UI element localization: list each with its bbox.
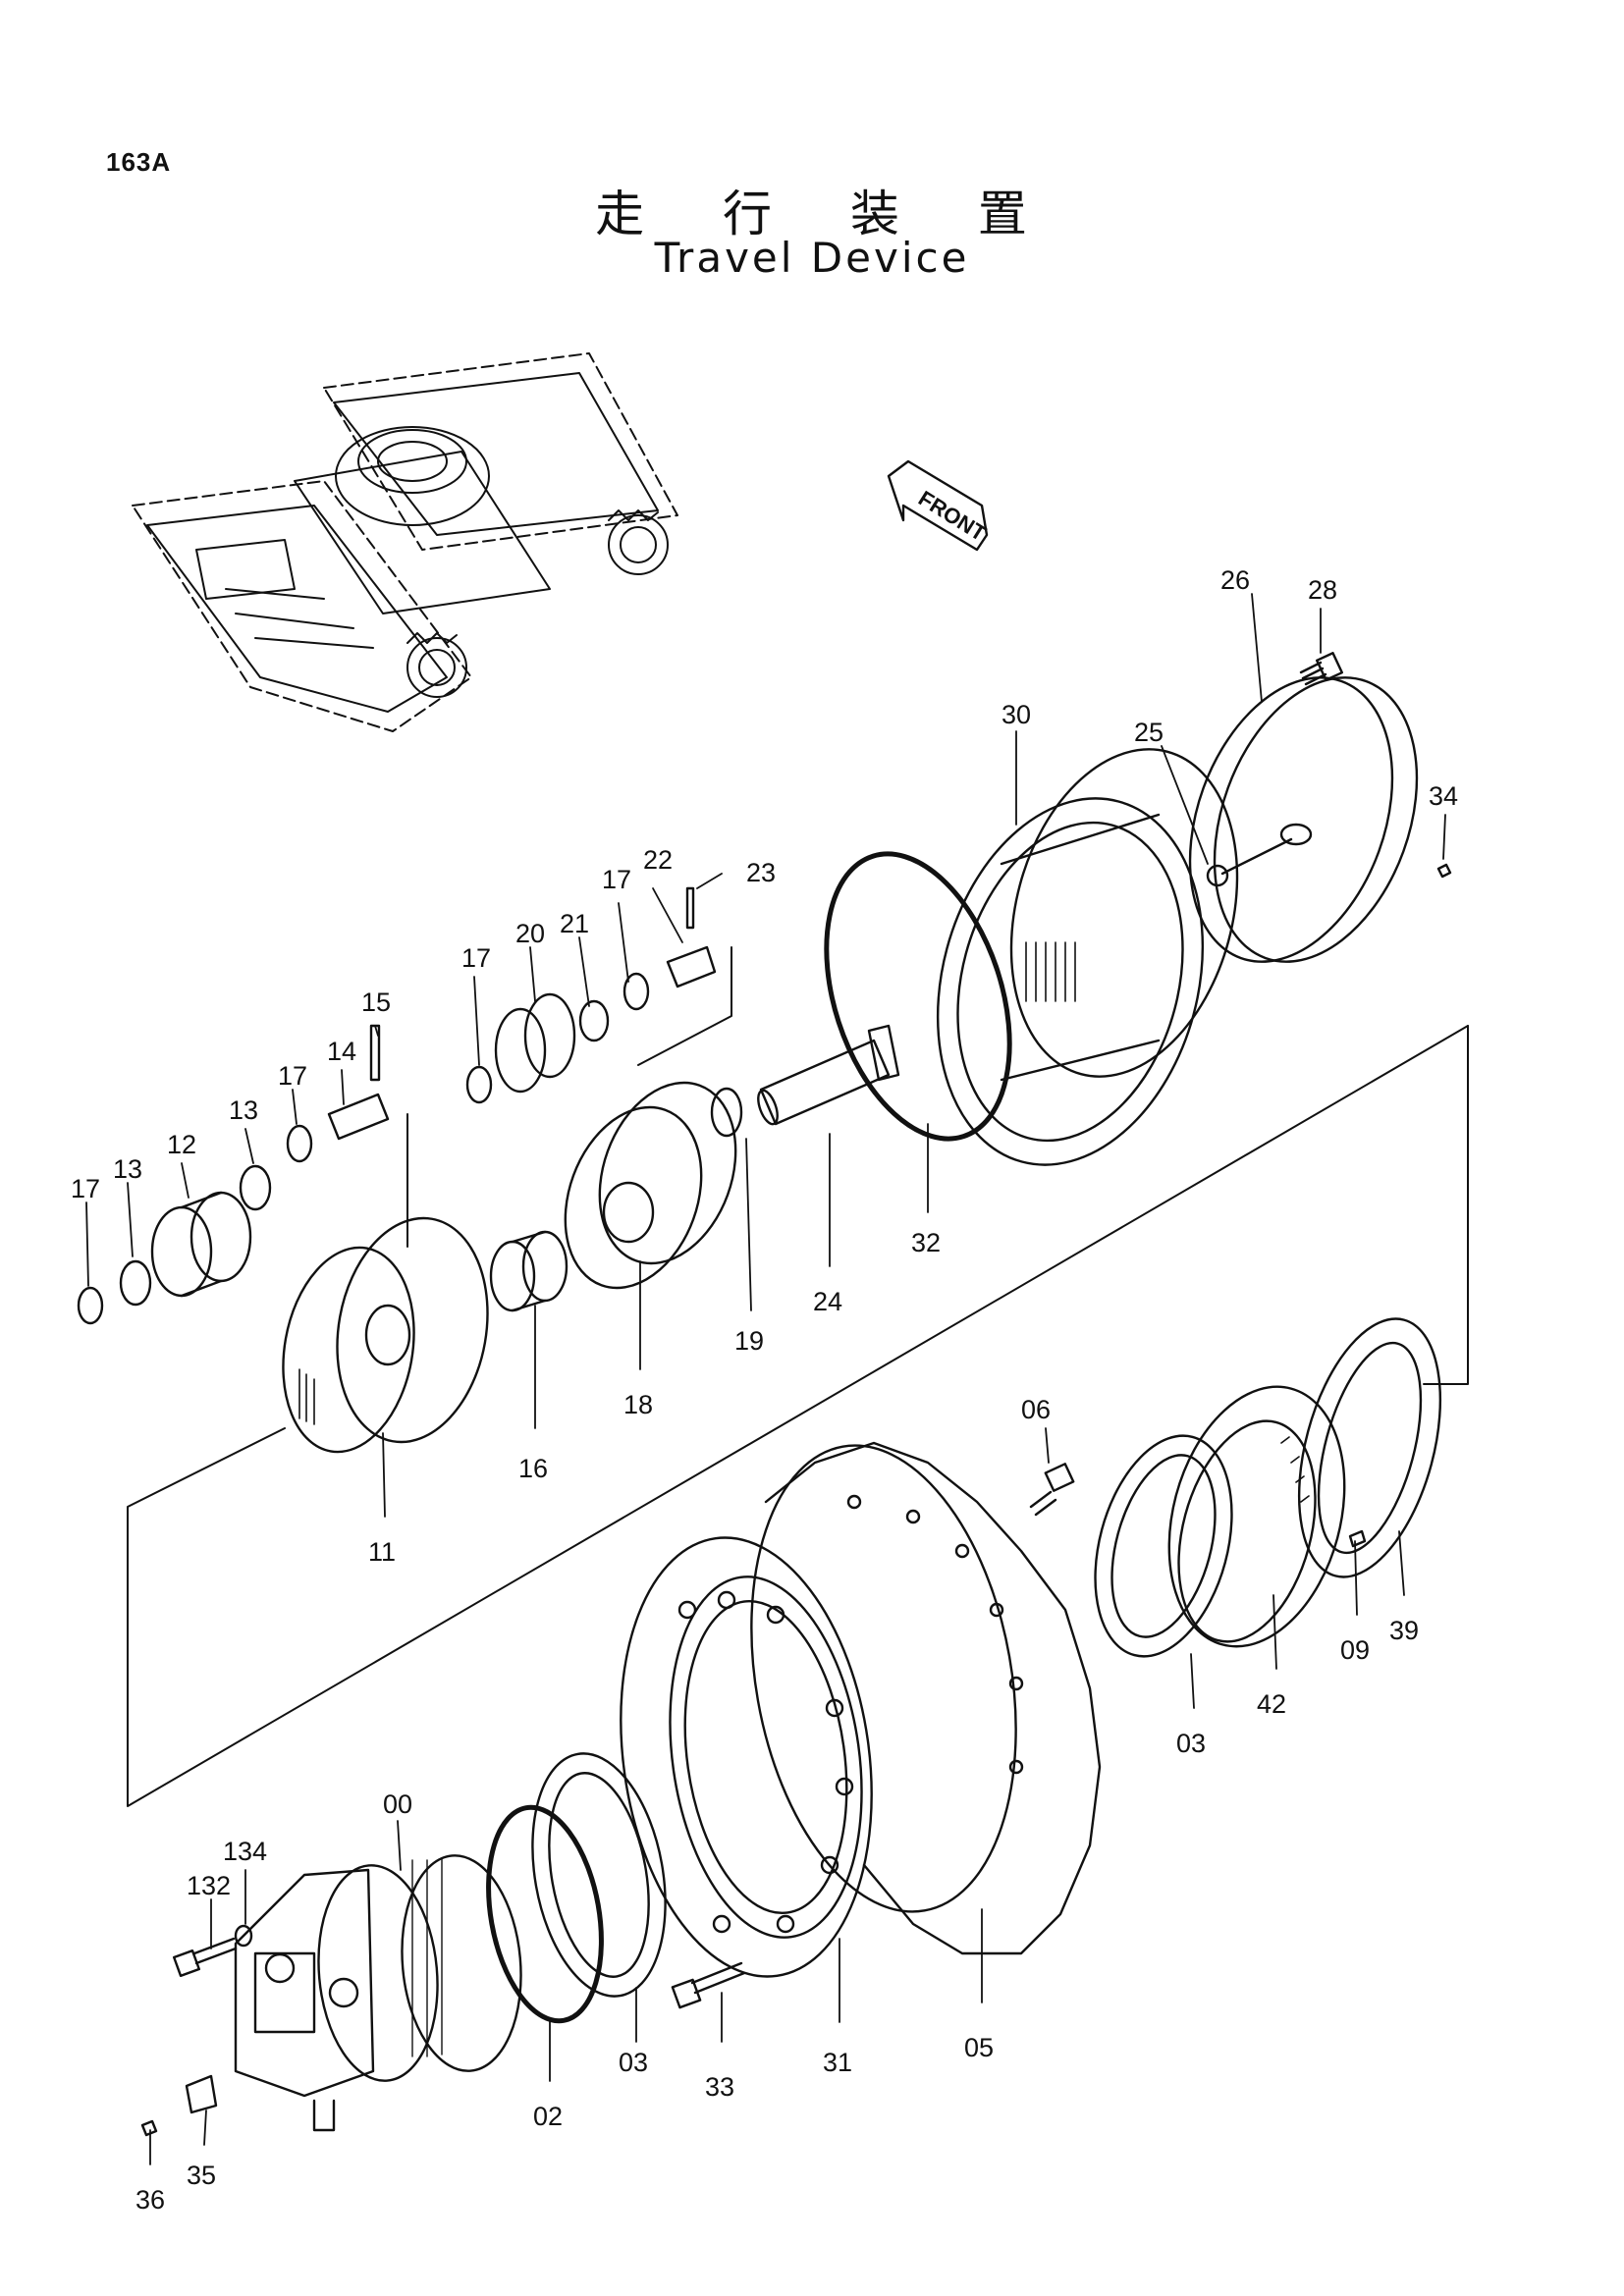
part-09-pin <box>1348 1529 1367 1548</box>
part-14-pin <box>327 1093 390 1141</box>
part-28-bolt <box>1299 652 1344 686</box>
part-17-washer <box>286 1124 313 1163</box>
part-20-gear <box>494 992 576 1094</box>
callout-17: 17 <box>278 1061 307 1091</box>
callout-13: 13 <box>229 1095 258 1125</box>
part-00-travel-motor <box>234 1854 522 2132</box>
front-arrow-label: FRONT <box>914 486 991 547</box>
callout-09: 09 <box>1340 1635 1370 1665</box>
front-arrow-icon: FRONT <box>887 459 991 552</box>
callout-32: 32 <box>911 1228 941 1257</box>
part-13-bearing <box>119 1259 152 1307</box>
callout-22: 22 <box>643 845 673 875</box>
page-number: 163A <box>106 147 172 177</box>
callout-132: 132 <box>187 1871 231 1900</box>
part-132-bolt <box>172 1937 238 1978</box>
part-13-bearing <box>239 1164 272 1211</box>
part-03-floating-seal <box>531 1752 667 1998</box>
part-17-washer <box>623 972 650 1011</box>
callouts: 26 28 25 34 30 22 23 21 17 20 17 15 14 1… <box>71 565 1458 2215</box>
callout-26: 26 <box>1220 565 1250 595</box>
part-30-hub <box>936 748 1239 1166</box>
callout-134: 134 <box>223 1837 267 1866</box>
callout-14: 14 <box>327 1037 356 1066</box>
assembly-bracket-lines <box>127 946 1469 1807</box>
part-134-washer <box>234 1924 253 1948</box>
callout-30: 30 <box>1001 700 1031 729</box>
part-22-collar <box>666 945 717 988</box>
part-36-screw <box>140 2119 158 2137</box>
part-34-plug <box>1436 863 1452 879</box>
callout-18: 18 <box>623 1390 653 1419</box>
part-02-o-ring <box>486 1804 604 2024</box>
leader-lines <box>85 593 1446 2165</box>
part-19-washer <box>710 1087 743 1138</box>
callout-31: 31 <box>823 2048 852 2077</box>
callout-28: 28 <box>1308 575 1337 605</box>
part-31-hub <box>620 1536 873 1978</box>
title-japanese: 走 行 装 置 <box>595 186 1058 242</box>
callout-17: 17 <box>602 865 631 894</box>
callout-34: 34 <box>1429 781 1458 811</box>
part-16-gear <box>489 1230 568 1312</box>
callout-05: 05 <box>964 2033 994 2062</box>
callout-00: 00 <box>383 1789 412 1819</box>
callout-24: 24 <box>813 1287 842 1316</box>
part-33-bolt <box>671 1961 746 2009</box>
part-18-carrier <box>564 1081 737 1290</box>
callout-21: 21 <box>560 909 589 938</box>
callout-19: 19 <box>734 1326 764 1356</box>
callout-20: 20 <box>515 919 545 948</box>
callout-33: 33 <box>705 2072 734 2102</box>
part-17-washer <box>77 1286 104 1325</box>
part-17-washer <box>465 1065 493 1104</box>
part-06-bolt <box>1029 1463 1075 1517</box>
part-11-carrier <box>282 1216 489 1454</box>
callout-15: 15 <box>361 988 391 1017</box>
part-42-ring-gear <box>1167 1385 1346 1648</box>
part-23-pin <box>685 886 695 930</box>
callout-16: 16 <box>518 1454 548 1483</box>
callout-06: 06 <box>1021 1395 1051 1424</box>
callout-39: 39 <box>1389 1616 1419 1645</box>
part-32-o-ring <box>824 851 1012 1142</box>
callout-02: 02 <box>533 2102 563 2131</box>
callout-12: 12 <box>167 1130 196 1159</box>
part-26-cover <box>1188 676 1419 963</box>
part-15-pin <box>369 1024 381 1082</box>
callout-03: 03 <box>619 2048 648 2077</box>
part-21-bearing <box>578 999 610 1042</box>
callout-36: 36 <box>135 2185 165 2215</box>
part-12-gear <box>150 1191 252 1298</box>
callout-42: 42 <box>1257 1689 1286 1719</box>
callout-35: 35 <box>187 2161 216 2190</box>
part-39-ring <box>1297 1317 1442 1578</box>
callout-17: 17 <box>461 943 491 973</box>
undercarriage-overview <box>132 352 678 732</box>
callout-03: 03 <box>1176 1729 1206 1758</box>
callout-23: 23 <box>746 858 776 887</box>
callout-17: 17 <box>71 1174 100 1203</box>
part-03-floating-seal <box>1094 1434 1233 1658</box>
callout-13: 13 <box>113 1154 142 1184</box>
title-english: Travel Device <box>654 234 970 282</box>
part-35-plate <box>185 2074 218 2114</box>
part-24-shaft <box>757 1024 900 1126</box>
callout-25: 25 <box>1134 718 1164 747</box>
part-05-sprocket <box>750 1441 1102 1955</box>
callout-11: 11 <box>368 1537 396 1567</box>
